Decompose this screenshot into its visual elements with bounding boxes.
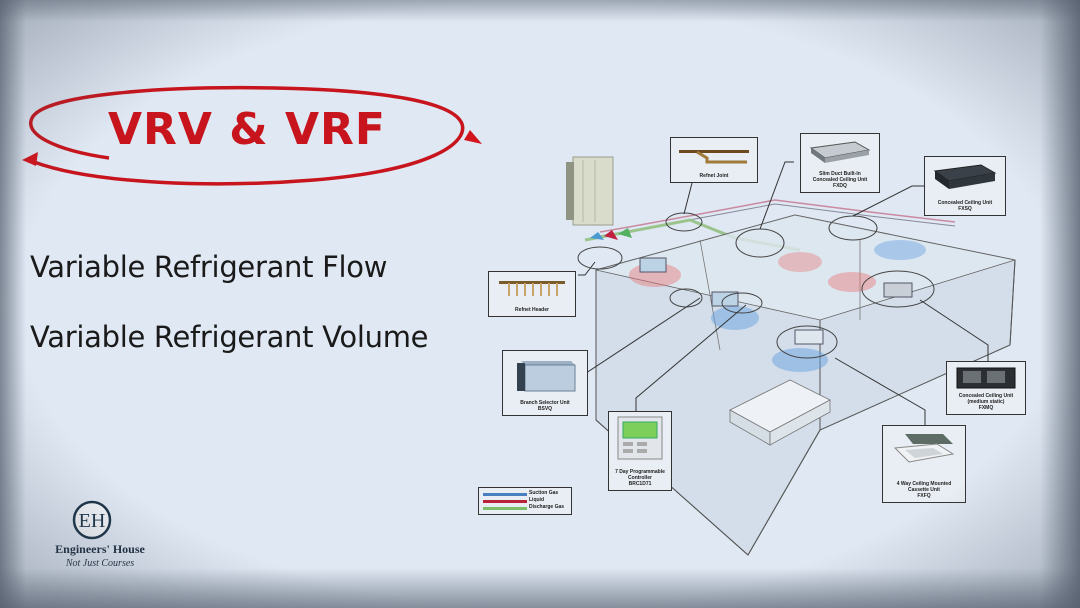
ceiling-unit-icon: [933, 164, 997, 189]
refnet-header-icon: [499, 281, 565, 296]
callout-refnet-joint: Refnet Joint: [670, 137, 758, 183]
callout-fxmq: Concealed Ceiling Unit(medium static)FXM…: [946, 361, 1026, 415]
pipe-legend: Suction Gas Liquid Discharge Gas: [478, 487, 572, 515]
branch-selector-icon: [517, 361, 576, 392]
cassette-unit-icon: [893, 434, 955, 463]
callout-refnet-header: Refnet Header: [488, 271, 576, 317]
refnet-joint-icon: [679, 150, 749, 164]
controller-icon: [617, 416, 663, 460]
legend-item-suction-gas: Suction Gas: [483, 490, 571, 497]
duct-unit-icon: [809, 141, 871, 163]
medium-static-unit-icon: [956, 367, 1016, 389]
outdoor-unit-icon: [566, 156, 614, 226]
legend-item-discharge-gas: Discharge Gas: [483, 504, 571, 511]
